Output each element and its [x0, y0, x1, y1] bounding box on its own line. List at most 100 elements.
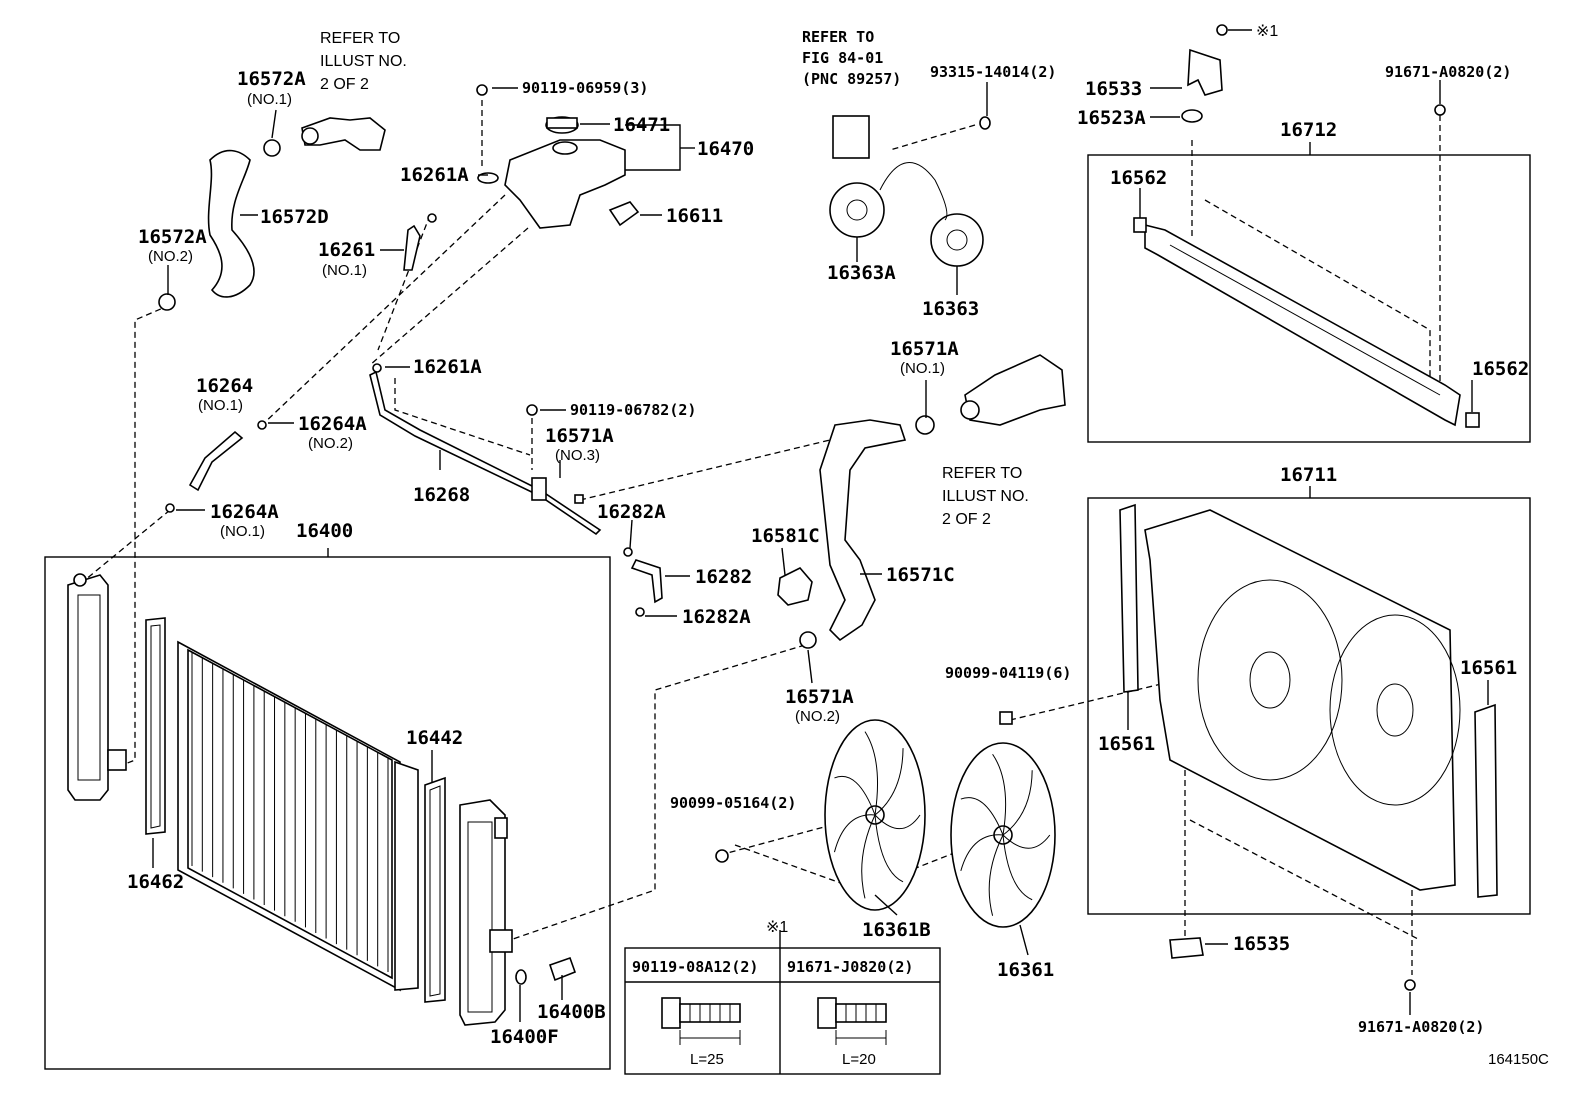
- part-label: 16264: [196, 375, 253, 397]
- part-label-sub: (NO.1): [220, 523, 265, 540]
- shroud-support-bar: [1133, 48, 1480, 428]
- hose-16261: [403, 224, 421, 271]
- upper-radiator-hose: [158, 139, 281, 311]
- fan-motor-b: [879, 162, 984, 267]
- part-label-sub: (NO.2): [148, 248, 193, 265]
- part-label: 16533: [1085, 78, 1142, 100]
- fan-motor-a: [829, 115, 885, 238]
- part-label: 16282: [695, 566, 752, 588]
- part-label: 16400B: [537, 1001, 606, 1023]
- part-label: 91671-A0820(2): [1385, 63, 1511, 81]
- part-label: 16562: [1110, 167, 1167, 189]
- left-gasket: [145, 617, 166, 835]
- part-label: 16471: [613, 114, 670, 136]
- part-label: 16711: [1280, 464, 1337, 486]
- fan-shroud: [1119, 503, 1498, 898]
- asterisk-mark: ※1: [766, 919, 788, 936]
- bypass-pipe: [369, 370, 602, 536]
- refer-note-line: 2 OF 2: [320, 76, 369, 93]
- bolt-icon: [817, 997, 887, 1045]
- part-label: 16523A: [1077, 107, 1146, 129]
- part-label: 16581C: [751, 525, 820, 547]
- bolt-icon: [661, 997, 741, 1045]
- part-label: 16268: [413, 484, 470, 506]
- part-label: 16571A: [545, 425, 614, 447]
- part-label: 90119-06782(2): [570, 401, 696, 419]
- part-label: 16264A: [298, 413, 367, 435]
- part-label-sub: (NO.1): [900, 360, 945, 377]
- fan-blade-16361: [950, 742, 1056, 928]
- shroud-support-frame: [1087, 154, 1531, 443]
- fan-shroud-frame: [1087, 497, 1531, 915]
- radiator-core: [177, 640, 419, 992]
- refer-note-line: REFER TO: [320, 30, 400, 47]
- bolt-length: L=20: [842, 1051, 876, 1068]
- part-label: 16571A: [785, 686, 854, 708]
- refer-note-hose: REFER TO ILLUST NO. 2 OF 2: [320, 30, 407, 93]
- part-label: 16571C: [886, 564, 955, 586]
- part-label: 16363A: [827, 262, 896, 284]
- part-label: 16462: [127, 871, 184, 893]
- part-label: 90099-04119(6): [945, 664, 1071, 682]
- part-label: 16361: [997, 959, 1054, 981]
- drain-plug: [515, 956, 577, 985]
- radiator-right-tank: [459, 799, 513, 1026]
- part-label: 93315-14014(2): [930, 63, 1056, 81]
- right-gasket: [424, 776, 446, 1003]
- hose-16264: [188, 430, 244, 492]
- refer-note-line: FIG 84-01: [802, 49, 883, 67]
- part-label: 16261A: [400, 164, 469, 186]
- part-label: 16535: [1233, 933, 1290, 955]
- part-label: 90119-06959(3): [522, 79, 648, 97]
- part-label-sub: (NO.1): [198, 397, 243, 414]
- part-label: 16572D: [260, 206, 329, 228]
- part-label-sub: (NO.2): [795, 708, 840, 725]
- coolant-reservoir: [477, 116, 640, 229]
- refer-note-fig: REFER TO FIG 84-01 (PNC 89257): [802, 28, 901, 88]
- refer-note-line: 2 OF 2: [942, 511, 991, 528]
- part-label: 16363: [922, 298, 979, 320]
- bolt-table-header: 90119-08A12(2): [632, 958, 758, 976]
- diagram-id: 164150C: [1488, 1051, 1549, 1068]
- bolt-length: L=25: [690, 1051, 724, 1068]
- radiator-left-tank: [67, 573, 127, 801]
- refer-note-line: ILLUST NO.: [320, 53, 407, 70]
- part-label: 16572A: [138, 226, 207, 248]
- part-label: 91671-A0820(2): [1358, 1018, 1484, 1036]
- part-label-sub: (NO.3): [555, 447, 600, 464]
- part-label: 16261: [318, 239, 375, 261]
- bolt-table: [624, 930, 941, 1075]
- part-label: 16400: [296, 520, 353, 542]
- part-label-sub: (NO.2): [308, 435, 353, 452]
- part-label: 16561: [1460, 657, 1517, 679]
- part-label-sub: (NO.1): [247, 91, 292, 108]
- part-label: 16442: [406, 727, 463, 749]
- leader-lines: [152, 29, 1489, 1022]
- refer-note-line: REFER TO: [802, 28, 874, 46]
- asterisk-mark: ※1: [1256, 23, 1278, 40]
- part-label: 16361B: [862, 919, 931, 941]
- part-label: 16611: [666, 205, 723, 227]
- bolt-table-header: 91671-J0820(2): [787, 958, 913, 976]
- refer-note-line: (PNC 89257): [802, 70, 901, 88]
- part-label: 16282A: [597, 501, 666, 523]
- refer-note-outlet: REFER TO ILLUST NO. 2 OF 2: [942, 465, 1029, 528]
- part-label-sub: (NO.1): [322, 262, 367, 279]
- clamp-ring: [777, 567, 813, 606]
- part-label: 16561: [1098, 733, 1155, 755]
- refer-note-line: ILLUST NO.: [942, 488, 1029, 505]
- part-label: 16470: [697, 138, 754, 160]
- part-label: 16261A: [413, 356, 482, 378]
- outlet-pipe: [301, 117, 386, 151]
- lower-radiator-hose: [799, 415, 935, 649]
- part-label: 90099-05164(2): [670, 794, 796, 812]
- part-label: 16282A: [682, 606, 751, 628]
- part-label: 16562: [1472, 358, 1529, 380]
- part-label: 16264A: [210, 501, 279, 523]
- fan-blade-16361B: [824, 719, 926, 911]
- part-label: 16712: [1280, 119, 1337, 141]
- water-outlet: [960, 354, 1066, 426]
- part-label: 16572A: [237, 68, 306, 90]
- refer-note-line: REFER TO: [942, 465, 1022, 482]
